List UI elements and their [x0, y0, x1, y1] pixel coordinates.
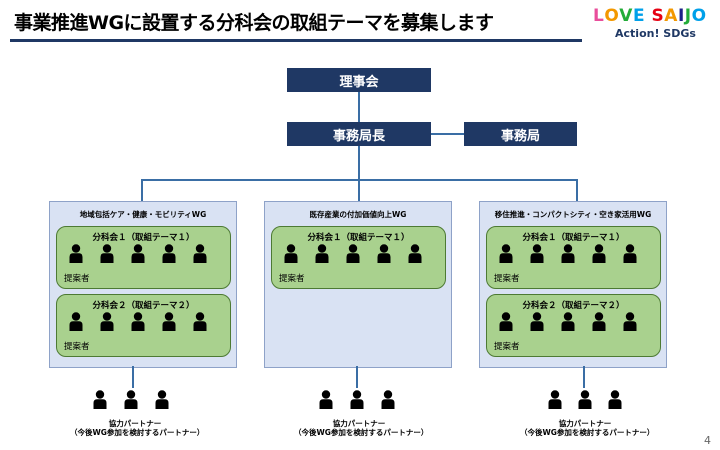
proposer-label: 提案者	[494, 274, 520, 284]
secretariat-box: 事務局	[464, 122, 577, 146]
person-icon	[578, 390, 592, 413]
wg-box-3: 移住推進・コンパクトシティ・空き家活用WG 分科会１（取組テーマ１） 提案者 分…	[479, 201, 667, 368]
partner-label-line2: （今後WG参加を検討するパートナー）	[70, 428, 205, 437]
partner-label: 協力パートナー （今後WG参加を検討するパートナー）	[520, 419, 655, 437]
person-icon	[608, 390, 622, 413]
person-icon	[131, 312, 145, 335]
love-saijo-logo: LOVE SAIJO Action! SDGs	[593, 6, 711, 42]
partner-label-line2: （今後WG参加を検討するパートナー）	[294, 428, 429, 437]
partner-group-2: 協力パートナー （今後WG参加を検討するパートナー）	[294, 388, 429, 438]
person-icon	[381, 390, 395, 413]
person-icon	[193, 312, 207, 335]
person-icon	[530, 312, 544, 335]
logo-letter: O	[604, 6, 620, 26]
connector-partner-3	[583, 366, 585, 388]
subcommittee-title: 分科会１（取組テーマ１）	[522, 233, 625, 243]
person-icon	[319, 390, 333, 413]
director-label: 事務局長	[332, 128, 385, 144]
connector-partner-1	[132, 366, 134, 388]
person-icon	[124, 390, 138, 413]
partner-group-1: 協力パートナー （今後WG参加を検討するパートナー）	[70, 388, 205, 438]
partner-label: 協力パートナー （今後WG参加を検討するパートナー）	[294, 419, 429, 437]
person-icon	[162, 244, 176, 267]
connector-director-secretariat	[431, 133, 464, 135]
person-icon	[93, 390, 107, 413]
subcommittee-box: 分科会１（取組テーマ１） 提案者	[56, 226, 231, 289]
person-icon	[100, 312, 114, 335]
partner-label-line1: 協力パートナー	[558, 419, 612, 428]
connector-wg2	[358, 181, 360, 201]
director-box: 事務局長	[287, 122, 431, 146]
person-icon	[561, 312, 575, 335]
person-icon	[350, 390, 364, 413]
person-icon	[623, 312, 637, 335]
wg-title: 移住推進・コンパクトシティ・空き家活用WG	[494, 210, 652, 219]
page-number: 4	[704, 434, 711, 447]
person-icon	[69, 312, 83, 335]
wg-title: 地域包括ケア・健康・モビリティWG	[79, 210, 207, 219]
logo-wordmark: LOVE SAIJO	[593, 6, 707, 26]
connector-director-down	[358, 146, 360, 180]
person-icon	[408, 244, 422, 267]
person-icon	[69, 244, 83, 267]
subcommittee-title: 分科会２（取組テーマ２）	[92, 301, 195, 311]
partner-label-line2: （今後WG参加を検討するパートナー）	[520, 428, 655, 437]
wg-title: 既存産業の付加価値向上WG	[309, 210, 407, 219]
partner-label-line1: 協力パートナー	[332, 419, 386, 428]
logo-subtitle: Action! SDGs	[615, 27, 696, 40]
person-icon	[193, 244, 207, 267]
connector-wg3	[576, 179, 578, 201]
person-icon	[530, 244, 544, 267]
person-icon	[346, 244, 360, 267]
subcommittee-box: 分科会１（取組テーマ１） 提案者	[271, 226, 446, 289]
connector-partner-2	[356, 366, 358, 388]
logo-letter: O	[691, 6, 707, 26]
person-icon	[284, 244, 298, 267]
subcommittee-title: 分科会１（取組テーマ１）	[307, 233, 410, 243]
logo-letter: S	[651, 6, 665, 26]
subcommittee-box: 分科会１（取組テーマ１） 提案者	[486, 226, 661, 289]
person-icon	[155, 390, 169, 413]
logo-letter: V	[619, 6, 633, 26]
person-icon	[623, 244, 637, 267]
person-icon	[499, 244, 513, 267]
logo-letter: A	[664, 6, 678, 26]
partner-label: 協力パートナー （今後WG参加を検討するパートナー）	[70, 419, 205, 437]
subcommittee-title: 分科会２（取組テーマ２）	[522, 301, 625, 311]
secretariat-label: 事務局	[500, 128, 540, 144]
person-icon	[548, 390, 562, 413]
wg-box-1: 地域包括ケア・健康・モビリティWG 分科会１（取組テーマ１） 提案者 分科会２（…	[49, 201, 237, 368]
connector-wg1	[141, 179, 143, 201]
partner-label-line1: 協力パートナー	[108, 419, 162, 428]
subcommittee-box: 分科会２（取組テーマ２） 提案者	[486, 294, 661, 357]
board-box: 理事会	[287, 68, 431, 92]
subcommittee-title: 分科会１（取組テーマ１）	[92, 233, 195, 243]
proposer-label: 提案者	[279, 274, 305, 284]
title-underline	[10, 39, 582, 42]
person-icon	[100, 244, 114, 267]
logo-letter: L	[593, 6, 605, 26]
board-label: 理事会	[339, 74, 379, 90]
wg-box-2: 既存産業の付加価値向上WG 分科会１（取組テーマ１） 提案者	[264, 201, 452, 368]
person-icon	[561, 244, 575, 267]
person-icon	[131, 244, 145, 267]
connector-horizontal	[141, 179, 578, 181]
proposer-label: 提案者	[64, 342, 90, 352]
person-icon	[377, 244, 391, 267]
page-title: 事業推進WGに設置する分科会の取組テーマを募集します	[14, 12, 494, 34]
proposer-label: 提案者	[494, 342, 520, 352]
person-icon	[315, 244, 329, 267]
logo-letter: J	[684, 6, 692, 26]
proposer-label: 提案者	[64, 274, 90, 284]
connector-board-director	[358, 92, 360, 122]
person-icon	[499, 312, 513, 335]
logo-letter: E	[632, 6, 646, 26]
person-icon	[592, 244, 606, 267]
logo-letter: I	[677, 6, 685, 26]
partner-group-3: 協力パートナー （今後WG参加を検討するパートナー）	[520, 388, 655, 438]
subcommittee-box: 分科会２（取組テーマ２） 提案者	[56, 294, 231, 357]
person-icon	[592, 312, 606, 335]
person-icon	[162, 312, 176, 335]
